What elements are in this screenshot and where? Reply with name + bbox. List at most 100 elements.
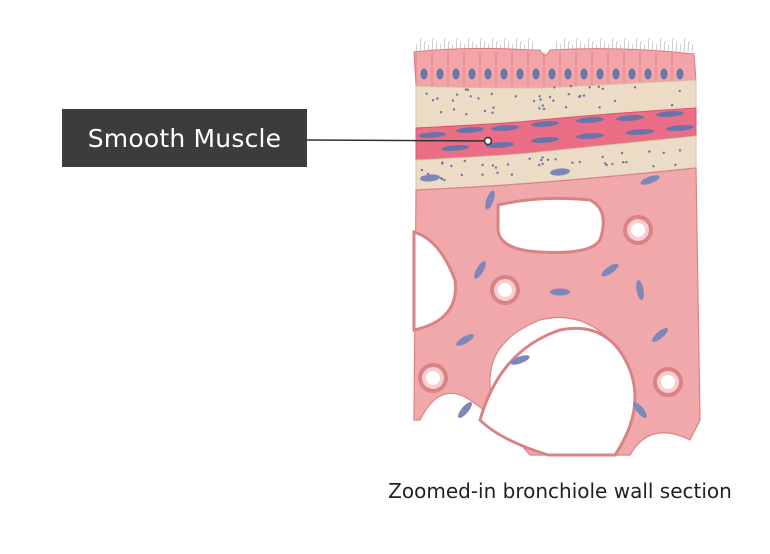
smooth-muscle-nucleus [418,132,446,138]
connective-nucleus [598,106,601,109]
epithelial-nucleus [628,68,636,80]
connective-nucleus [552,99,555,102]
connective-nucleus [678,89,681,93]
cilium [647,37,650,53]
connective-nucleus [538,163,541,167]
connective-nucleus [611,162,614,166]
connective-nucleus [506,163,510,166]
connective-nucleus [648,150,651,153]
connective-nucleus [622,161,625,164]
alveolar-nucleus [458,402,472,418]
smooth-muscle-nucleus [576,133,604,139]
connective-nucleus [466,88,470,92]
connective-nucleus [578,160,581,164]
connective-nucleus [510,173,514,176]
alveolar-nuclei [420,168,668,418]
connective-nucleus [597,85,600,89]
epithelial-nucleus [660,68,668,80]
figure-caption: Zoomed-in bronchiole wall section [388,479,732,503]
capillary-core [661,375,675,389]
connective-nucleus [451,99,454,102]
connective-nucleus [538,107,541,110]
alveolar-space-left [412,229,457,332]
connective-nucleus [620,151,624,155]
connective-nucleus [578,95,581,99]
connective-nucleus [662,151,665,154]
epithelial-nucleus [676,68,684,80]
connective-nucleus [491,111,494,114]
smooth-muscle-nucleus [486,142,514,148]
cilium [423,40,426,53]
connective-nucleus [464,88,468,91]
alveolar-nucleus [485,190,495,210]
connective-nucleus [460,173,463,177]
connective-tissue-nuclei [420,85,682,182]
connective-nucleus [625,161,628,164]
epithelial-nucleus [500,68,508,80]
smooth-muscle-label: Smooth Muscle [62,109,307,167]
connective-nucleus [420,168,424,172]
connective-nucleus [490,92,493,96]
connective-nucleus [496,171,499,174]
connective-nucleus [540,158,543,162]
connective-nucleus [601,155,604,159]
smooth-muscle-nucleus [456,127,484,133]
alveolar-space-bottom [478,326,637,457]
epithelial-nucleus [564,68,572,80]
epithelial-nucleus [516,68,524,80]
capillary-core [426,371,440,385]
alveolar-nucleus [633,402,647,418]
connective-nucleus [492,106,495,109]
cilium [431,37,434,53]
alveolar-nucleus [640,175,660,185]
connective-nucleus [553,86,556,89]
smooth-muscle-nucleus [531,137,559,143]
epithelial-nucleus [436,68,444,80]
connective-nucleus [569,85,572,88]
connective-nucleus [441,162,444,165]
alveolar-space-top [496,196,605,254]
epithelial-nucleus [468,68,476,80]
smooth-muscle-nucleus [666,125,694,131]
epithelial-nucleus [548,68,556,80]
connective-nucleus [652,165,655,168]
connective-nucleus [443,178,446,182]
smooth-muscle-cells [418,111,694,151]
connective-nucleus [582,94,586,97]
connective-nucleus [564,106,568,109]
connective-nucleus [548,95,552,99]
alveolar-nucleus [550,288,570,296]
connective-nucleus [455,93,459,96]
cilium [675,40,678,53]
connective-nucleus [674,163,677,166]
epithelial-nucleus [484,68,492,80]
connective-nucleus [604,162,607,165]
smooth-muscle-label-text: Smooth Muscle [87,123,282,153]
cilium [659,37,662,53]
cilium [683,37,686,53]
connective-nucleus [567,93,570,96]
connective-nucleus [450,164,453,168]
alveolar-nucleus [420,174,440,182]
connective-nucleus [670,103,674,107]
cilium [687,40,690,53]
connective-nucleus [539,98,542,101]
smooth-muscle-nucleus [576,117,604,123]
cilium [419,37,422,53]
alveolar-nucleus [456,334,474,346]
epithelial-nucleus [596,68,604,80]
capillaries [418,215,683,397]
smooth-muscle-nucleus [531,121,559,127]
connective-nucleus [469,95,472,98]
connective-nucleus [477,97,480,100]
connective-nucleus [491,164,495,167]
connective-nucleus [538,95,541,98]
cilium [663,40,666,53]
connective-nucleus [436,97,439,100]
connective-nucleus [494,166,498,169]
connective-nucleus [571,161,574,164]
alveolar-nucleus [474,261,486,279]
smooth-muscle-nucleus [491,125,519,131]
connective-nucleus [588,86,591,89]
